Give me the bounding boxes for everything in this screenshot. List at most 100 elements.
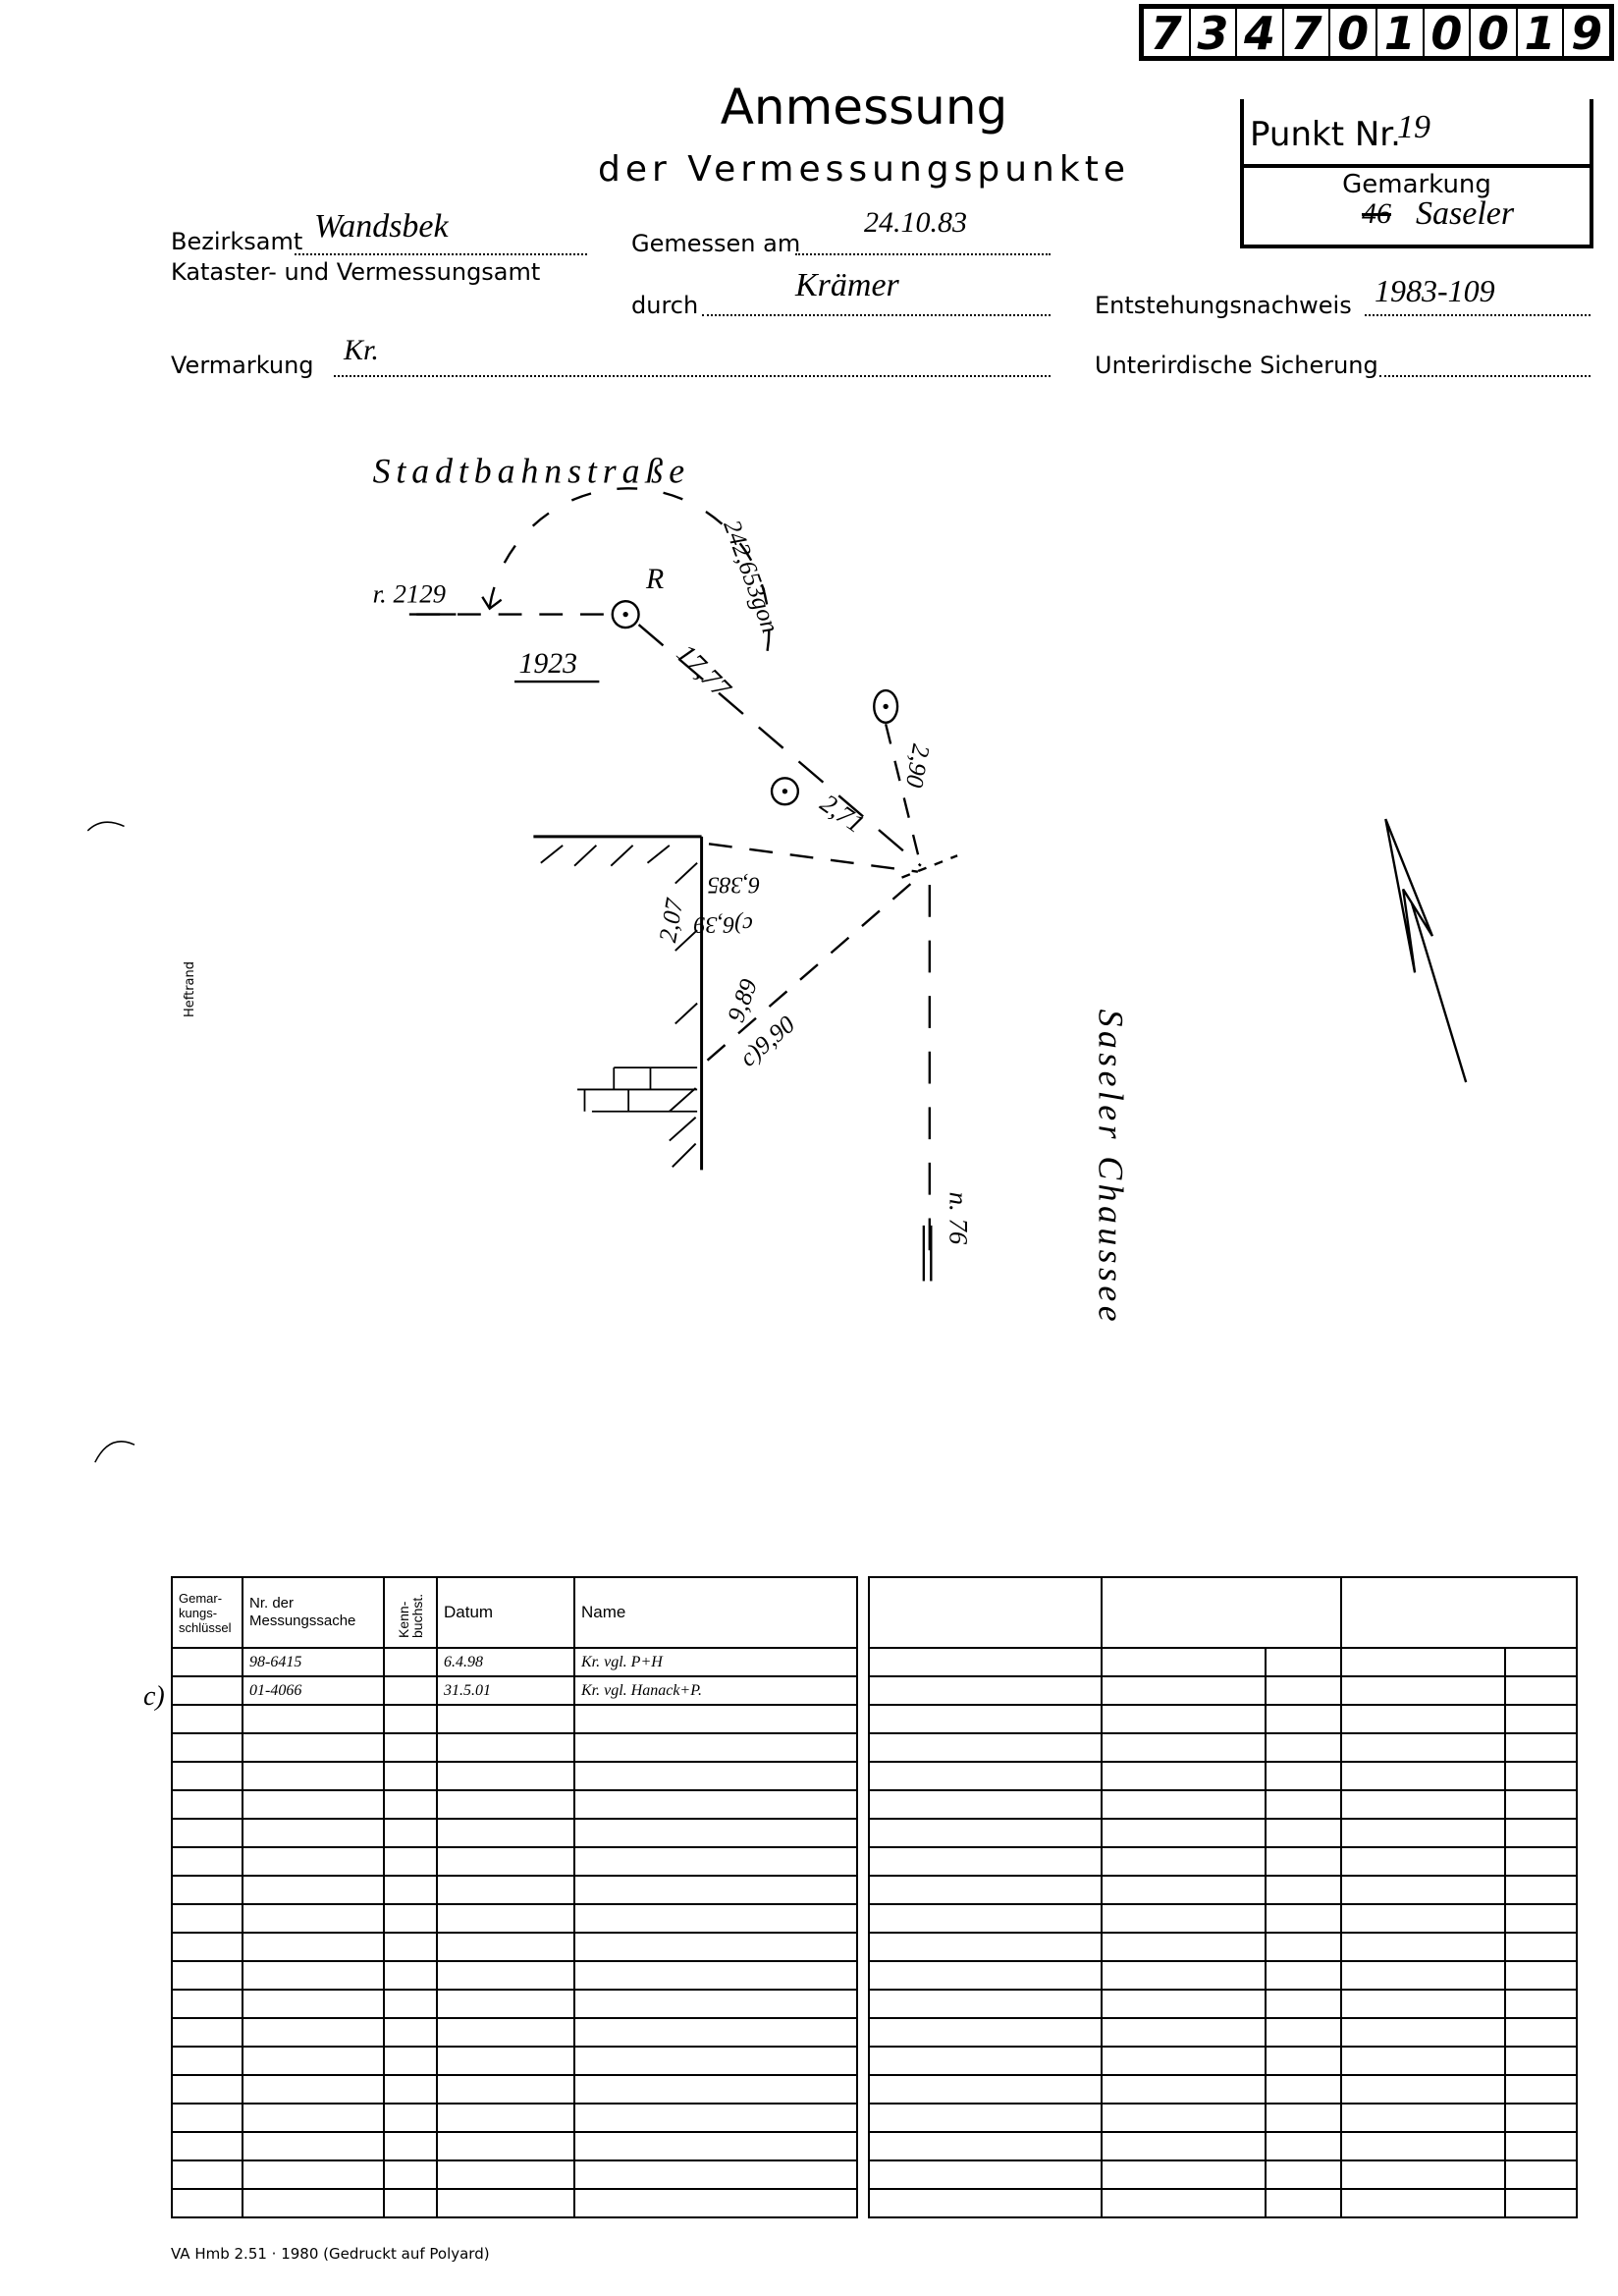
cell-nr[interactable] [242,2074,385,2105]
blank-cell[interactable] [868,1647,1103,1677]
blank-cell[interactable] [1265,2017,1342,2048]
cell-schluessel[interactable] [171,2017,243,2048]
blank-cell[interactable] [1340,2017,1506,2048]
cell-datum[interactable] [436,2188,575,2218]
blank-cell[interactable] [1340,1903,1506,1934]
cell-schluessel[interactable] [171,2188,243,2218]
cell-nr[interactable] [242,1903,385,1934]
blank-cell[interactable] [1340,2046,1506,2076]
cell-nr[interactable] [242,2017,385,2048]
cell-kenn[interactable] [383,2046,438,2076]
cell-schluessel[interactable] [171,2074,243,2105]
blank-cell[interactable] [1504,2131,1578,2161]
cell-name[interactable] [573,1846,858,1877]
blank-cell[interactable] [1101,2159,1267,2190]
cell-schluessel[interactable] [171,1675,243,1706]
blank-cell[interactable] [1504,1647,1578,1677]
blank-cell[interactable] [1101,1903,1267,1934]
blank-cell[interactable] [1265,2188,1342,2218]
cell-schluessel[interactable] [171,1704,243,1734]
cell-datum[interactable] [436,1932,575,1962]
blank-cell[interactable] [868,1761,1103,1791]
blank-cell[interactable] [1265,1818,1342,1848]
cell-schluessel[interactable] [171,1932,243,1962]
cell-datum[interactable] [436,2017,575,2048]
blank-cell[interactable] [1101,1647,1267,1677]
cell-schluessel[interactable] [171,1647,243,1677]
blank-cell[interactable] [1101,1846,1267,1877]
cell-name[interactable] [573,1875,858,1905]
cell-nr[interactable] [242,1989,385,2019]
cell-kenn[interactable] [383,1675,438,1706]
durch-field[interactable]: Krämer [795,267,899,303]
cell-kenn[interactable] [383,1647,438,1677]
blank-cell[interactable] [1340,1846,1506,1877]
cell-kenn[interactable] [383,1761,438,1791]
blank-cell[interactable] [1504,1932,1578,1962]
blank-cell[interactable] [1340,1818,1506,1848]
blank-cell[interactable] [868,1789,1103,1820]
cell-datum[interactable] [436,1989,575,2019]
gemessen-field[interactable]: 24.10.83 [864,206,967,239]
blank-cell[interactable] [868,1732,1103,1763]
cell-datum[interactable] [436,2046,575,2076]
cell-schluessel[interactable] [171,1732,243,1763]
blank-cell[interactable] [1101,2131,1267,2161]
cell-name[interactable] [573,1761,858,1791]
cell-name[interactable] [573,2188,858,2218]
cell-datum[interactable] [436,2103,575,2133]
blank-cell[interactable] [868,1903,1103,1934]
blank-cell[interactable] [1101,1789,1267,1820]
blank-cell[interactable] [868,2074,1103,2105]
blank-cell[interactable] [868,2159,1103,2190]
blank-cell[interactable] [1101,1818,1267,1848]
blank-cell[interactable] [1101,1932,1267,1962]
blank-cell[interactable] [1340,2103,1506,2133]
blank-cell[interactable] [868,1989,1103,2019]
cell-name[interactable] [573,1704,858,1734]
cell-kenn[interactable] [383,1875,438,1905]
blank-cell[interactable] [868,2046,1103,2076]
entstehung-field[interactable]: 1983-109 [1375,273,1495,308]
blank-cell[interactable] [1504,2017,1578,2048]
blank-cell[interactable] [1504,1789,1578,1820]
cell-nr[interactable]: 98-6415 [242,1647,385,1677]
cell-nr[interactable] [242,1732,385,1763]
bezirksamt-field[interactable]: Wandsbek [314,208,449,245]
cell-schluessel[interactable] [171,1818,243,1848]
cell-schluessel[interactable] [171,1989,243,2019]
blank-cell[interactable] [1101,1875,1267,1905]
blank-cell[interactable] [868,1846,1103,1877]
cell-nr[interactable] [242,1960,385,1991]
cell-datum[interactable] [436,2074,575,2105]
blank-cell[interactable] [1504,1675,1578,1706]
blank-cell[interactable] [1340,1789,1506,1820]
cell-datum[interactable] [436,1875,575,1905]
cell-kenn[interactable] [383,1989,438,2019]
cell-kenn[interactable] [383,2131,438,2161]
blank-cell[interactable] [868,2188,1103,2218]
blank-cell[interactable] [1265,1761,1342,1791]
blank-cell[interactable] [1504,1761,1578,1791]
cell-datum[interactable] [436,1846,575,1877]
blank-cell[interactable] [868,1960,1103,1991]
blank-cell[interactable] [1265,2046,1342,2076]
blank-cell[interactable] [1340,2131,1506,2161]
cell-schluessel[interactable] [171,2159,243,2190]
cell-nr[interactable]: 01-4066 [242,1675,385,1706]
cell-schluessel[interactable] [171,1903,243,1934]
cell-kenn[interactable] [383,1960,438,1991]
cell-kenn[interactable] [383,1932,438,1962]
cell-datum[interactable] [436,1732,575,1763]
blank-cell[interactable] [1265,1960,1342,1991]
cell-nr[interactable] [242,1932,385,1962]
cell-name[interactable] [573,2074,858,2105]
cell-kenn[interactable] [383,2188,438,2218]
blank-cell[interactable] [1504,1846,1578,1877]
cell-nr[interactable] [242,2046,385,2076]
cell-name[interactable] [573,1932,858,1962]
cell-datum[interactable] [436,1761,575,1791]
cell-nr[interactable] [242,1789,385,1820]
blank-cell[interactable] [1340,1960,1506,1991]
cell-kenn[interactable] [383,1732,438,1763]
